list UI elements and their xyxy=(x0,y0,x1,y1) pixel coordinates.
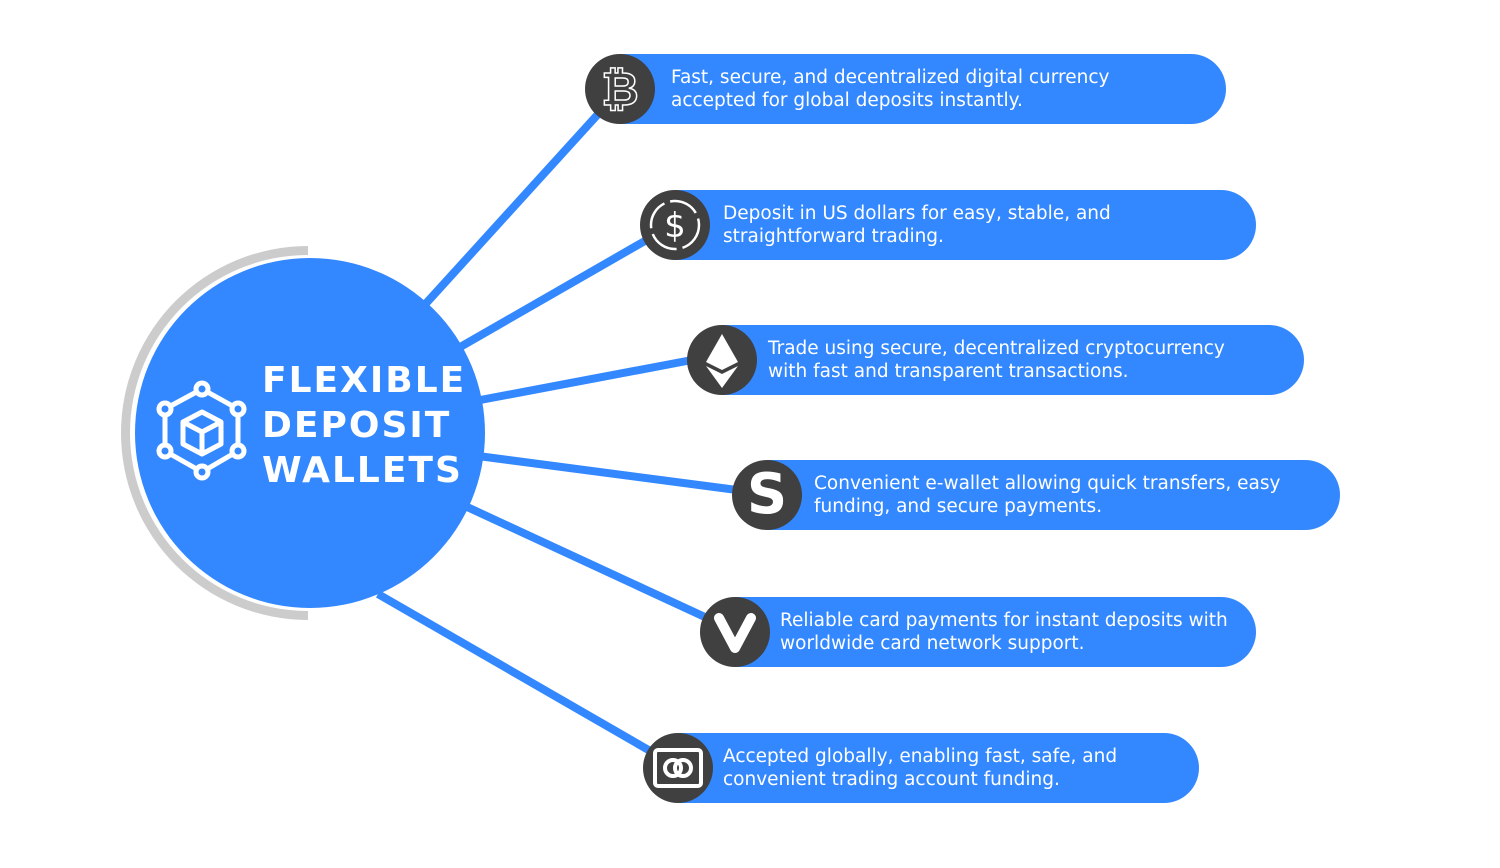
item-text: Reliable card payments for instant depos… xyxy=(780,610,1228,654)
ethereum-icon xyxy=(687,325,757,395)
connector-line xyxy=(463,502,709,622)
item-text: Convenient e-wallet allowing quick trans… xyxy=(814,473,1281,517)
item-text: Trade using secure, decentralized crypto… xyxy=(768,338,1225,382)
bitcoin-icon: ₿ xyxy=(585,54,655,124)
center-circle xyxy=(135,258,485,608)
usd-coin-icon: $ xyxy=(640,190,710,260)
connector-line xyxy=(477,452,738,494)
svg-text:$: $ xyxy=(664,206,686,246)
skrill-icon: S xyxy=(732,460,802,530)
list-item-visa: Reliable card payments for instant depos… xyxy=(735,597,1256,667)
list-item-mastercard: Accepted globally, enabling fast, safe, … xyxy=(678,733,1199,803)
item-text: Deposit in US dollars for easy, stable, … xyxy=(723,203,1111,247)
item-text: Fast, secure, and decentralized digital … xyxy=(671,67,1110,111)
blockchain-cube-icon xyxy=(156,380,247,481)
list-item-usd: Deposit in US dollars for easy, stable, … xyxy=(675,190,1256,260)
title-line: WALLETS xyxy=(262,450,463,491)
connector-line xyxy=(453,234,652,354)
list-item-bitcoin: Fast, secure, and decentralized digital … xyxy=(620,54,1226,124)
list-item-ethereum: Trade using secure, decentralized crypto… xyxy=(722,325,1304,395)
connector-line xyxy=(417,109,603,313)
title-line: DEPOSIT xyxy=(262,405,452,446)
visa-icon xyxy=(700,597,770,667)
connector-line xyxy=(376,590,654,756)
title-line: FLEXIBLE xyxy=(262,360,467,401)
connector-line xyxy=(474,356,693,405)
page-title: FLEXIBLE DEPOSIT WALLETS xyxy=(262,358,466,493)
item-text: Accepted globally, enabling fast, safe, … xyxy=(723,746,1118,790)
list-item-skrill: Convenient e-wallet allowing quick trans… xyxy=(767,460,1340,530)
mastercard-icon xyxy=(643,733,713,803)
